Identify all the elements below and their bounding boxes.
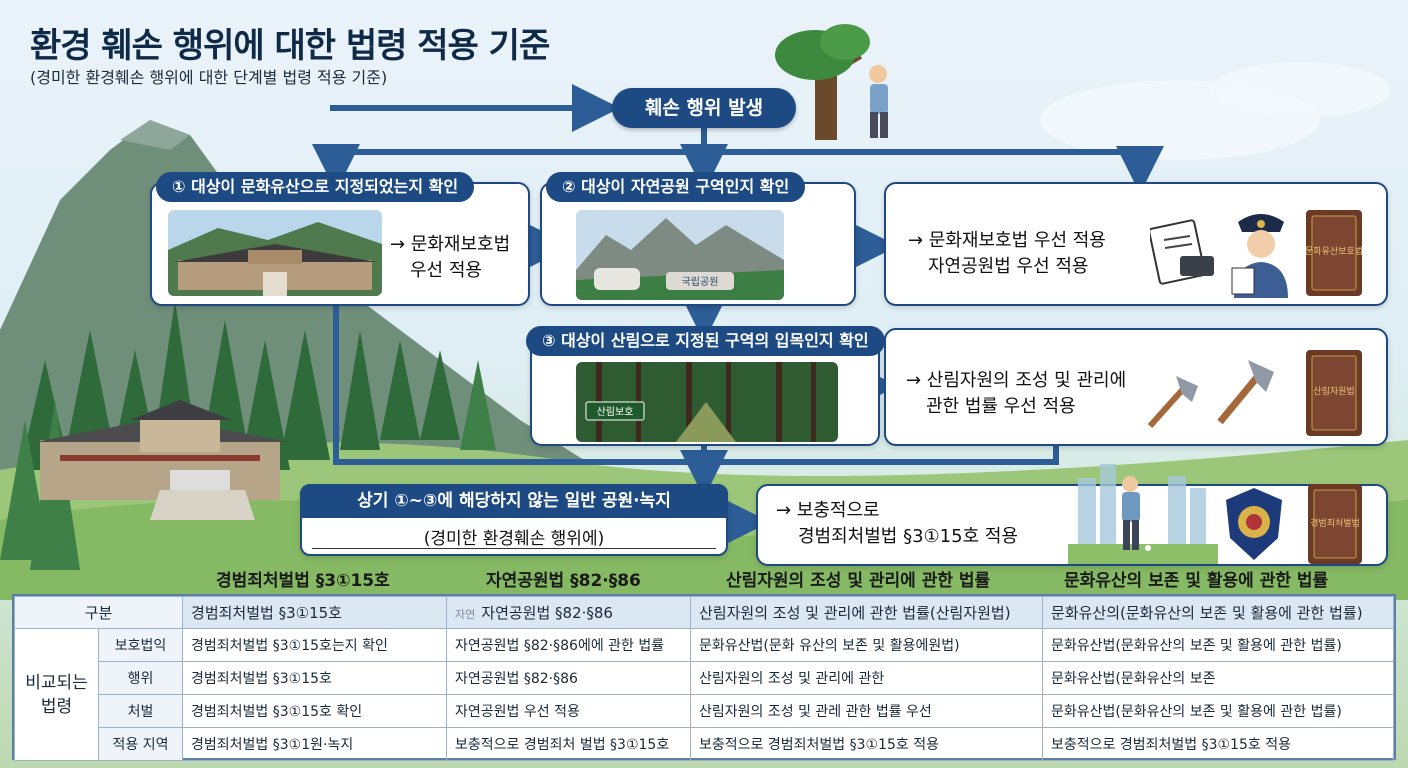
underline — [312, 548, 716, 549]
step1-heading: ① 대상이 문화유산으로 지정되었는지 확인 — [156, 172, 475, 202]
book-title-2: 산림자원법 — [1313, 385, 1354, 397]
column-title-4: 문화유산의 보존 및 활용에 관한 법률 — [1064, 571, 1329, 591]
step2-heading: ② 대상이 자연공원 구역인지 확인 — [546, 172, 806, 202]
header-col-1: 경범죄처벌법 §3①15호 — [182, 596, 448, 629]
axe-icon-2 — [1212, 356, 1278, 430]
park-sign-text: 국립공원 — [682, 275, 719, 288]
header-tag: 자연 — [455, 608, 476, 621]
table-cell: 문화유산법(문화유산의 보존 및 활용에 관한 법률) — [1042, 694, 1394, 728]
row-label: 보호법익 — [97, 628, 184, 662]
book-title-3: 경범죄처벌법 — [1310, 517, 1360, 529]
result3-text: → 산림자원의 조성 및 관리에 관한 법률 우선 적용 — [906, 370, 1127, 417]
forest-law-book-icon: 산림자원법 — [1302, 348, 1366, 442]
step1-card: → 문화재보호법 우선 적용 — [150, 182, 530, 306]
table-cell: 자연공원법 §82·§86에에 관한 법률 — [446, 628, 692, 662]
table-cell: 보충적으로 경범죄처 벌법 §3①15호 — [446, 727, 692, 761]
table-row: 적용 지역 경범죄처벌법 §3①1원·녹지 보충적으로 경범죄처 벌법 §3①1… — [15, 727, 1394, 761]
documents-icon — [1148, 216, 1220, 290]
page-title: 환경 훼손 행위에 대한 법령 적용 기준 — [30, 26, 550, 66]
result12-card: → 문화재보호법 우선 적용 자연공원법 우선 적용 문화유산보호법 — [884, 182, 1388, 306]
petty-offense-book-icon: 경범죄처벌법 — [1304, 482, 1366, 570]
header-category: 구분 — [13, 596, 184, 629]
group-label: 비교되는 법령 — [14, 628, 99, 761]
table-cell: 자연공원법 §82·§86 — [446, 661, 692, 695]
step4-sub: (경미한 환경훼손 행위에) — [423, 529, 605, 549]
temple-photo — [168, 210, 382, 296]
step4-heading: 상기 ①~③에 해당하지 않는 일반 공원·녹지 — [300, 484, 728, 518]
result4-card: → 보충적으로 경범죄처벌법 §3①15호 적용 경범죄처벌법 — [756, 464, 1388, 566]
step1-result: → 문화재보호법 우선 적용 — [390, 234, 511, 281]
table-cell: 경범죄처벌법 §3①15호 확인 — [182, 694, 448, 728]
column-title-1: 경범죄처벌법 §3①15호 — [216, 571, 390, 591]
start-event-pill: 훼손 행위 발생 — [612, 88, 796, 128]
table-cell: 보충적으로 경범죄처벌법 §3①15호 적용 — [1042, 727, 1394, 761]
column-title-3: 산림자원의 조성 및 관리에 관한 법률 — [726, 571, 991, 591]
police-officer-icon — [1226, 206, 1296, 302]
page-subtitle: (경미한 환경훼손 행위에 대한 단계별 법령 적용 기준) — [30, 68, 388, 87]
header-col-3: 산림자원의 조성 및 관리에 관한 법률(산림자원법) — [690, 596, 1044, 629]
table-column-titles: 경범죄처벌법 §3①15호 자연공원법 §82·§86 산림자원의 조성 및 관… — [0, 566, 1408, 594]
table-cell: 산림자원의 조성 및 관리에 관한 — [690, 661, 1044, 695]
litter-person-illustration — [1068, 458, 1218, 568]
result4-text: → 보충적으로 경범죄처벌법 §3①15호 적용 — [776, 500, 1018, 547]
column-title-2: 자연공원법 §82·§86 — [486, 571, 641, 591]
table-cell: 산림자원의 조성 및 관레 관한 법률 우선 — [690, 694, 1044, 728]
forest-photo: 산림보호 — [576, 362, 838, 442]
step3-heading: ③ 대상이 산림으로 지정된 구역의 입목인지 확인 — [526, 326, 885, 356]
result3-card: → 산림자원의 조성 및 관리에 관한 법률 우선 적용 산림자원법 — [884, 328, 1388, 446]
table-row: 처벌 경범죄처벌법 §3①15호 확인 자연공원법 우선 적용 산림자원의 조성… — [15, 694, 1394, 728]
tree-cutting-illustration — [775, 24, 888, 140]
row-label: 적용 지역 — [97, 727, 184, 761]
header-col-4: 문화유산의(문화유산의 보존 및 활용에 관한 법률) — [1042, 596, 1394, 629]
table-cell: 경범죄처벌법 §3①1원·녹지 — [182, 727, 448, 761]
police-emblem-icon — [1222, 486, 1286, 566]
temple-illustration — [35, 400, 290, 520]
result12-text: → 문화재보호법 우선 적용 자연공원법 우선 적용 — [908, 230, 1106, 277]
book-title-1: 문화유산보호법 — [1305, 246, 1363, 257]
step2-card: 국립공원 — [540, 182, 856, 306]
table-cell: 보충적으로 경범죄처벌법 §3①15호 적용 — [690, 727, 1044, 761]
national-park-photo: 국립공원 — [576, 210, 784, 300]
forest-sign-text: 산림보호 — [597, 406, 634, 418]
table-cell: 문화유산법(문화유산의 보존 — [1042, 661, 1394, 695]
axe-icon — [1142, 370, 1202, 434]
row-label: 처벌 — [97, 694, 184, 728]
table-cell: 문화유산법(문화유산의 보존 및 활용에 관한 법률) — [1042, 628, 1394, 662]
table-row: 비교되는 법령 보호법익 경범죄처벌법 §3①15호는지 확인 자연공원법 §8… — [14, 628, 1394, 761]
row-label: 행위 — [97, 661, 184, 695]
table-cell: 자연공원법 우선 적용 — [446, 694, 692, 728]
table-cell: 경범죄처벌법 §3①15호는지 확인 — [182, 628, 448, 662]
table-cell: 문화유산법(문화 유산의 보존 및 활용에원법) — [690, 628, 1044, 662]
table-cell: 경범죄처벌법 §3①15호 — [182, 661, 448, 695]
table-row: 행위 경범죄처벌법 §3①15호 자연공원법 §82·§86 산림자원의 조성 … — [15, 661, 1394, 695]
law-book-icon: 문화유산보호법 — [1302, 208, 1366, 302]
